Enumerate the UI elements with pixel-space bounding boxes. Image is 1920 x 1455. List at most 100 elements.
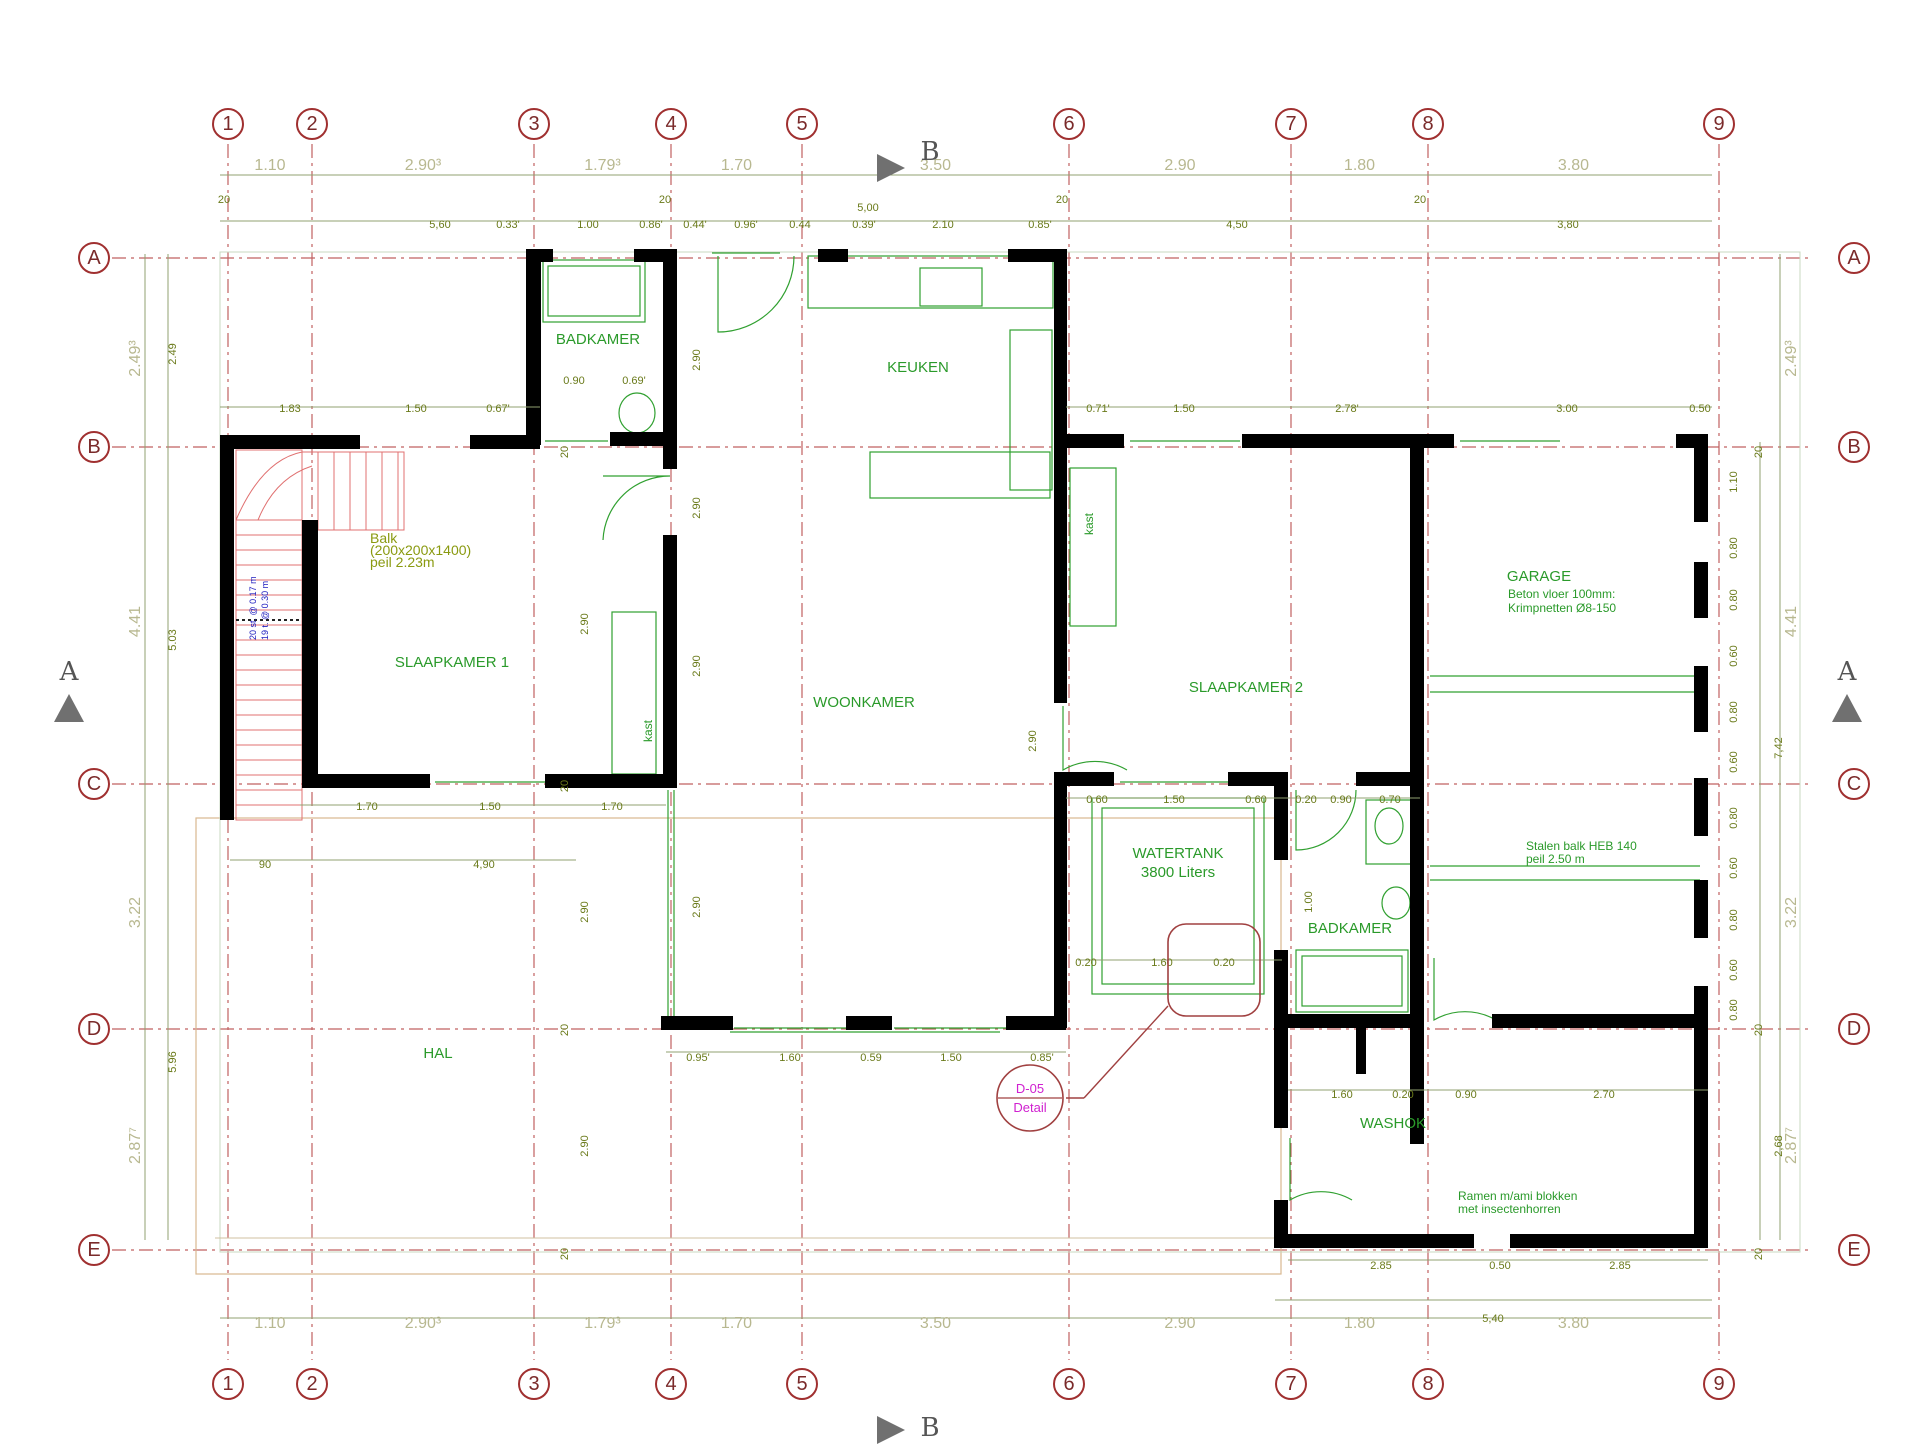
dimension-text: 0.85' [1028,219,1052,231]
grid-bubble-col-2 [296,1368,328,1400]
room-label-slaapkamer-1: SLAAPKAMER 1 [395,654,509,671]
dimension-text: 5,60 [429,219,450,231]
grid-lines [112,144,1808,1360]
dimension-marker: 20 [1753,1248,1765,1260]
dimension-text: 3,80 [1557,219,1578,231]
grid-label-col-7: 7 [1285,113,1296,135]
grid-label-col-1: 1 [222,1373,233,1395]
notes: Beton vloer 100mm: Krimpnetten Ø8-150 St… [248,512,1637,1216]
detail-bubble [996,1064,1064,1132]
dimension-text: 5.03 [167,629,179,650]
room-label-badkamer-top: BADKAMER [556,331,640,348]
dimension-text: 0.71' [1086,403,1110,415]
dimension-text: 2.90 [691,655,703,676]
grid-bubble-row-C [1838,768,1870,800]
kast-label-slaapkamer-2: kast [1082,512,1096,535]
grid-label-col-3: 3 [528,1373,539,1395]
grid-label-col-5: 5 [796,113,807,135]
grid-label-col-6: 6 [1063,1373,1074,1395]
dimension-text: 2.90 [579,613,591,634]
grid-spacing-top: 1.70 [721,157,752,174]
grid-bubble-row-E [1838,1234,1870,1266]
grid-spacing-left: 2.49³ [127,340,144,377]
grid-spacing-bottom: 3.80 [1558,1315,1589,1332]
grid-label-col-7: 7 [1285,1373,1296,1395]
grid-bubble-col-1 [212,1368,244,1400]
dimension-text: 0.20 [1213,957,1234,969]
grid-spacing-left: 4.41 [127,606,144,637]
grid-label-row-C: C [1847,773,1861,795]
grid-spacing-right: 2.49³ [1783,340,1800,377]
stair-treads-note: 19 t. @ 0.30 m [260,581,270,640]
detail-label: Detail [1013,1100,1046,1115]
grid-spacing-bottom: 1.79³ [584,1315,621,1332]
grid-spacing-top: 1.79³ [584,157,621,174]
dimension-text: 0.70 [1379,794,1400,806]
grid-label-col-4: 4 [665,113,676,135]
room-label-washok: WASHOK [1360,1115,1426,1132]
dimension-text: 0.20 [1295,794,1316,806]
dimension-text: 0.90 [1330,794,1351,806]
dimension-text: 4,90 [473,859,494,871]
dimension-text: 0.20 [1392,1089,1413,1101]
grid-bubble-col-6 [1053,108,1085,140]
windows-note: Ramen m/ami blokken [1458,1189,1577,1203]
dimension-text: 0.50 [1689,403,1710,415]
dimension-text: 1.83 [279,403,300,415]
dimension-text: 90 [259,859,271,871]
dimension-text: 1.10 [1728,471,1740,492]
room-label-watertank: WATERTANK [1132,845,1223,862]
dimension-text: 1.70 [601,801,622,813]
grid-label-row-B: B [87,436,100,458]
dimension-text: 2.90 [691,497,703,518]
windows-screen-note: met insectenhorren [1458,1202,1561,1216]
section-markers: A A B B [54,137,1862,1444]
grid-bubble-row-A [78,242,110,274]
dimension-text: 0.90 [1455,1089,1476,1101]
grid-spacing-top: 1.10 [254,157,285,174]
dimension-text: 20 [1056,194,1068,206]
dimension-text: 0.50 [1489,1260,1510,1272]
grid-label-col-8: 8 [1422,1373,1433,1395]
section-a-left-arrow [54,694,84,722]
grid-spacing-bottom: 2.90³ [405,1315,442,1332]
grid-bubble-col-2 [296,108,328,140]
grid-bubble-row-A [1838,242,1870,274]
grid-bubble-col-6 [1053,1368,1085,1400]
grid-spacing-left: 3.22 [127,897,144,928]
dimension-text: 1.50 [1173,403,1194,415]
dimension-text: 0.67' [486,403,510,415]
walls [220,249,1708,1248]
grid-bubble-row-E [78,1234,110,1266]
dimension-marker: 20 [1753,1024,1765,1036]
dimension-text: 1.50 [479,801,500,813]
grid-label-col-8: 8 [1422,113,1433,135]
garage-mesh-note: Krimpnetten Ø8-150 [1508,601,1616,615]
interior-lines [435,252,1700,1033]
dimension-marker: 20 [559,1024,571,1036]
room-label-watertank-capacity: 3800 Liters [1141,864,1215,881]
grid-label-col-4: 4 [665,1373,676,1395]
grid-bubble-col-4 [655,1368,687,1400]
dimension-text: 2.70 [1593,1089,1614,1101]
dimension-text: 20 [659,194,671,206]
dimension-text: 0.96' [734,219,758,231]
grid-spacing-bottom: 1.10 [254,1315,285,1332]
dimension-text: 2.85 [1609,1260,1630,1272]
grid-spacing-right: 3.22 [1783,897,1800,928]
balk-size-label: (200x200x1400) [370,542,471,558]
dimension-text: 1.50 [1163,794,1184,806]
grid-spacing-bottom: 2.90 [1164,1315,1195,1332]
grid-spacing-top: 2.90³ [405,157,442,174]
grid-bubble-row-C [78,768,110,800]
dimension-text: 2.90 [691,349,703,370]
dimension-text: 7,42 [1773,737,1785,758]
room-label-hal: HAL [423,1045,452,1062]
grid-bubble-col-3 [518,108,550,140]
dimension-text: 20 [1414,194,1426,206]
dimension-text: 1.50 [405,403,426,415]
room-labels: BADKAMER KEUKEN SLAAPKAMER 1 WOONKAMER S… [395,331,1571,1132]
room-label-badkamer-bottom: BADKAMER [1308,920,1392,937]
dimension-text: 0.80 [1728,537,1740,558]
overall-top-dimension: 5,00 [857,202,878,214]
